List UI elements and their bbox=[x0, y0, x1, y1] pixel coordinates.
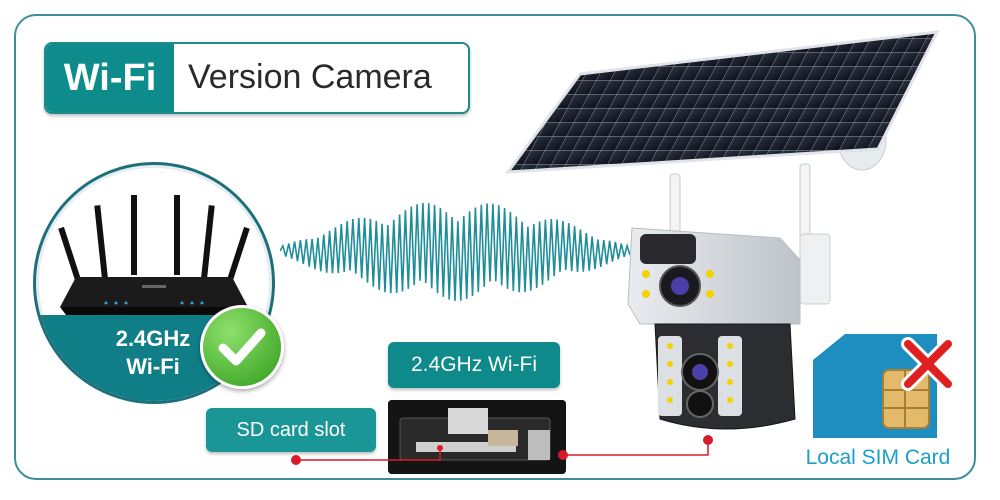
router-label-line2: Wi-Fi bbox=[126, 354, 180, 379]
x-mark-icon bbox=[901, 337, 955, 391]
local-sim-card-label: Local SIM Card bbox=[805, 446, 951, 469]
sim-card-icon bbox=[813, 334, 937, 438]
router-wifi-label: 2.4GHz Wi-Fi bbox=[98, 325, 208, 381]
router-label-line1: 2.4GHz bbox=[115, 326, 191, 351]
sd-slot-photo bbox=[388, 400, 566, 474]
wifi-spec-label: 2.4GHz Wi-Fi bbox=[388, 342, 560, 388]
checkmark-icon bbox=[200, 305, 284, 389]
title-banner: Wi-Fi Version Camera bbox=[44, 42, 470, 114]
signal-wave-graphic bbox=[280, 202, 630, 301]
router-icon bbox=[58, 195, 250, 315]
title-text: Version Camera bbox=[188, 58, 432, 96]
title-wifi-badge: Wi-Fi bbox=[46, 44, 174, 112]
router-badge: 2.4GHz Wi-Fi bbox=[33, 162, 275, 404]
sd-card-slot-label: SD card slot bbox=[206, 408, 376, 452]
solar-camera-image bbox=[504, 30, 940, 430]
